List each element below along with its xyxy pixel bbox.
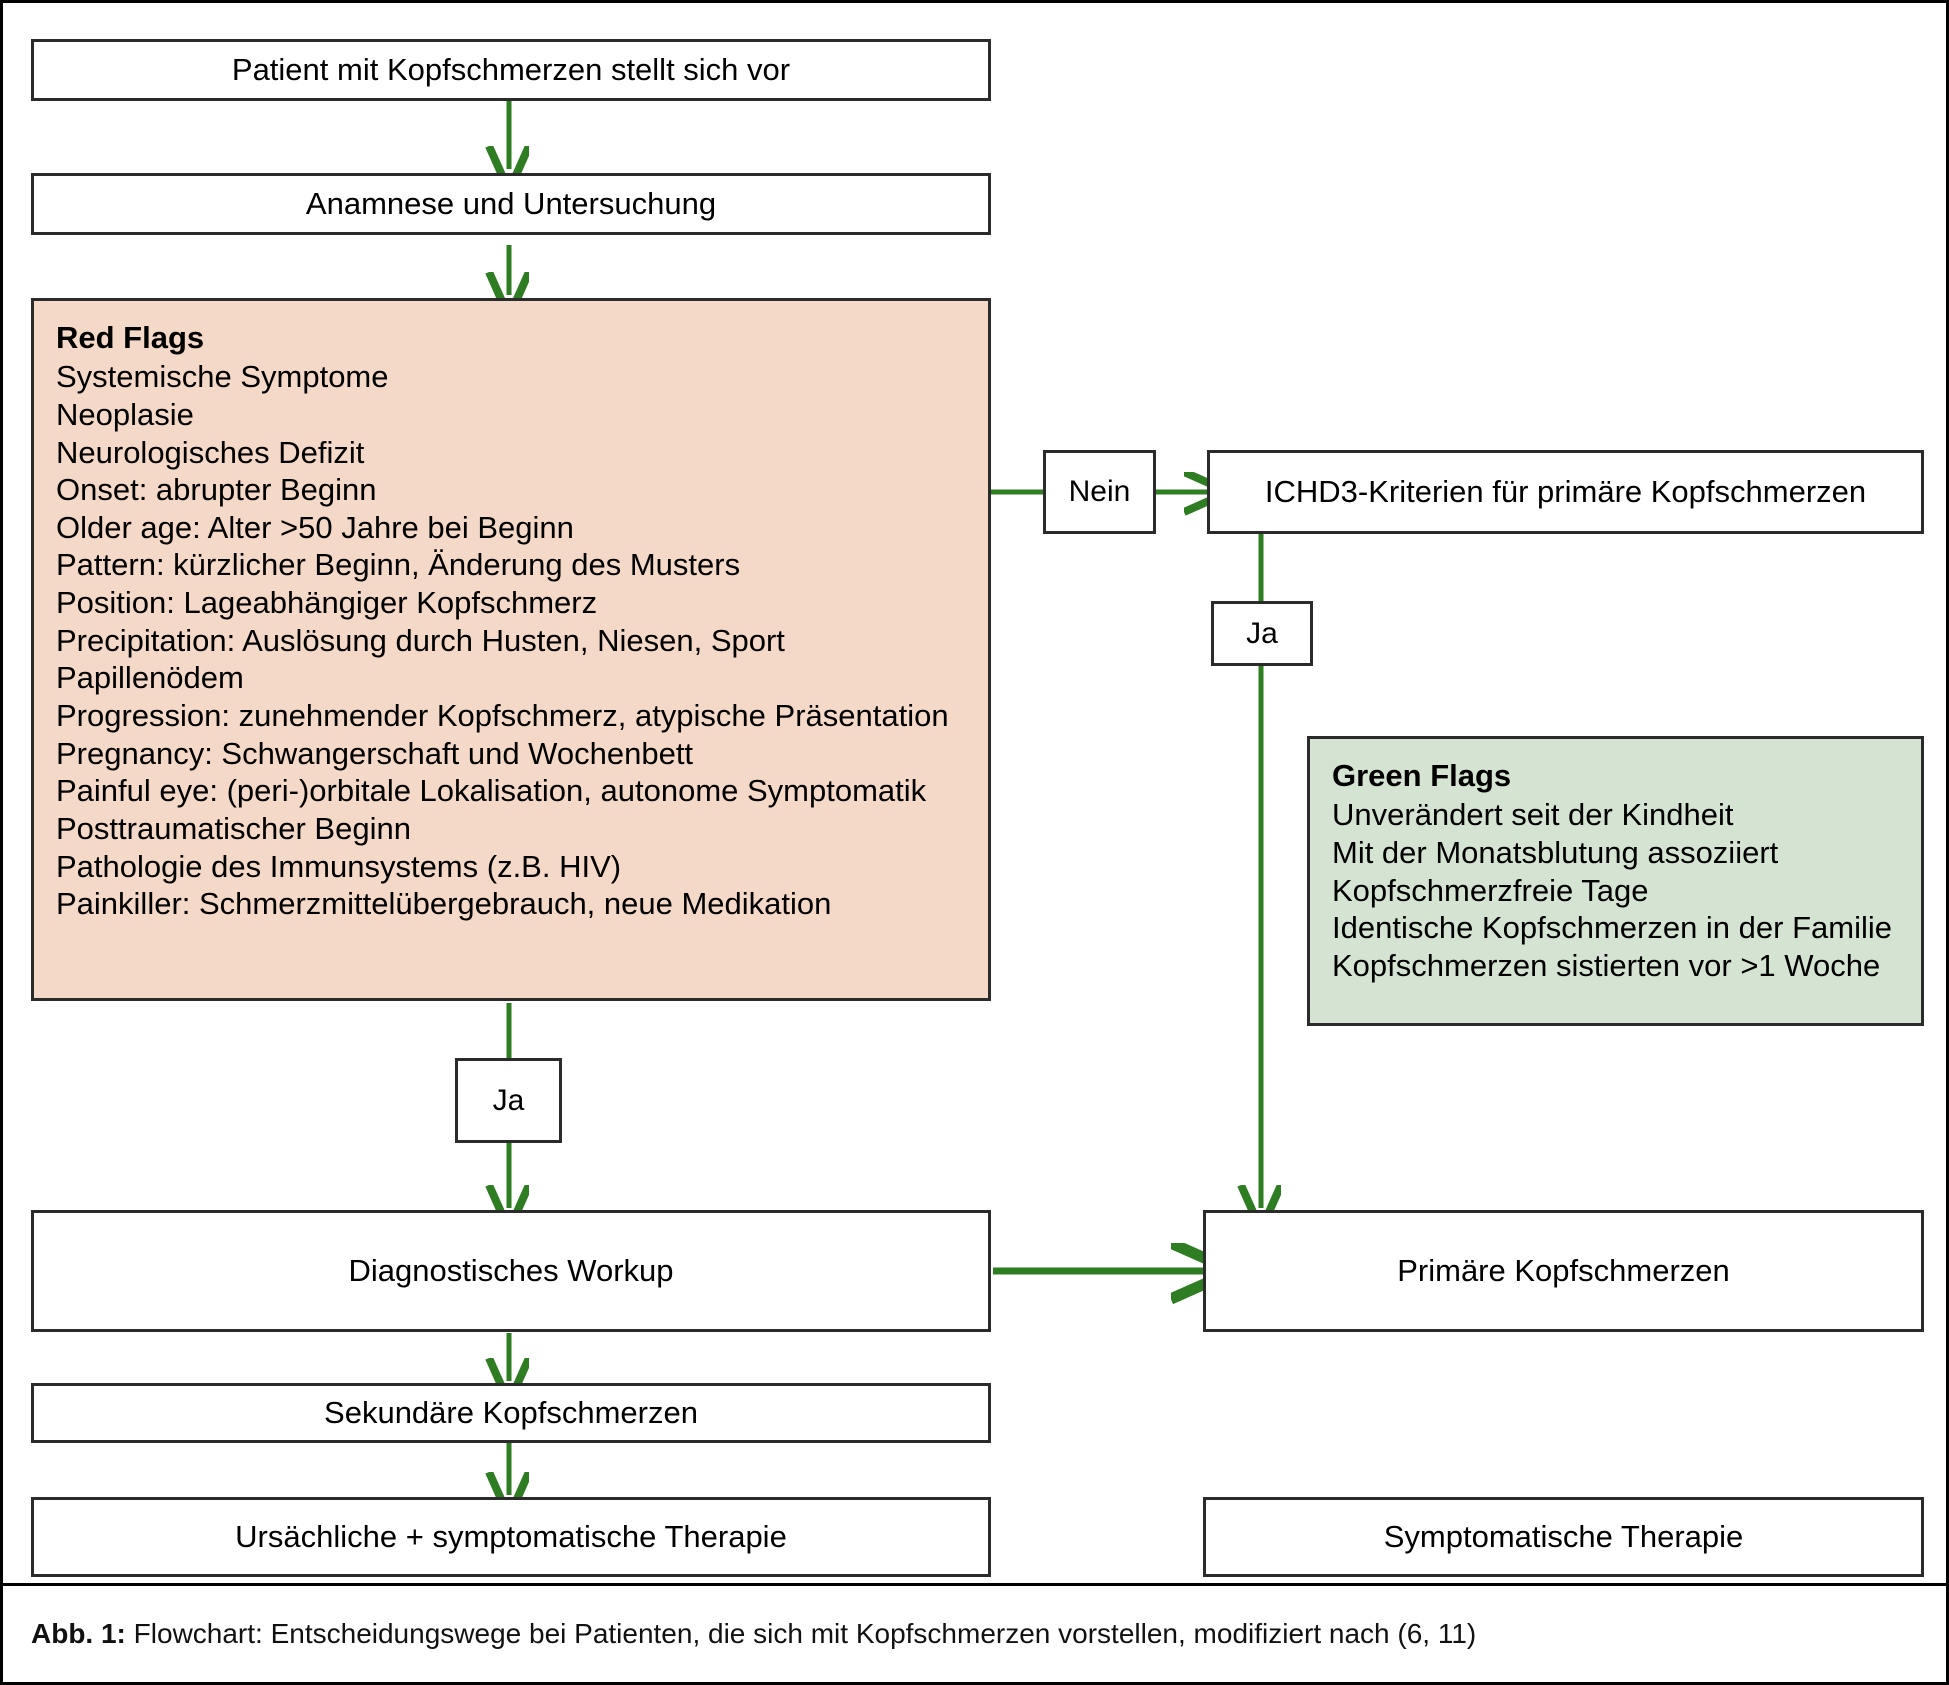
red-flag-item: Posttraumatischer Beginn [56,811,411,847]
decision-nein[interactable]: Nein [1043,450,1156,534]
caption-text: Flowchart: Entscheidungswege bei Patient… [125,1618,1477,1649]
decision-ja-ichd3-label: Ja [1246,616,1278,650]
node-symptomatic-therapy-label: Symptomatische Therapie [1383,1519,1744,1555]
node-secondary-headache[interactable]: Sekundäre Kopfschmerzen [31,1383,991,1443]
caption-divider [3,1583,1946,1586]
node-primary-headache[interactable]: Primäre Kopfschmerzen [1203,1210,1924,1332]
node-causal-therapy[interactable]: Ursächliche + symptomatische Therapie [31,1497,991,1577]
red-flag-item: Neurologisches Defizit [56,434,365,470]
red-flag-item: Precipitation: Auslösung durch Husten, N… [56,622,785,658]
red-flag-item: Onset: abrupter Beginn [56,472,377,508]
red-flag-item: Papillenödem [56,660,244,696]
node-diagnostic-workup[interactable]: Diagnostisches Workup [31,1210,991,1332]
node-primary-headache-label: Primäre Kopfschmerzen [1397,1253,1730,1289]
red-flags-title: Red Flags [56,320,205,355]
red-flag-item: Older age: Alter >50 Jahre bei Beginn [56,509,574,545]
red-flag-item: Progression: zunehmender Kopfschmerz, at… [56,698,949,734]
node-diagnostic-workup-label: Diagnostisches Workup [348,1253,674,1289]
node-ichd3[interactable]: ICHD3-Kriterien für primäre Kopfschmerze… [1207,450,1924,534]
decision-ja-redflags-label: Ja [492,1083,525,1117]
green-flags-title: Green Flags [1332,758,1512,793]
green-flag-item: Mit der Monatsblutung assoziiert [1332,834,1779,870]
node-history[interactable]: Anamnese und Untersuchung [31,173,991,235]
red-flags-panel[interactable]: Red Flags Systemische Symptome Neoplasie… [31,298,991,1001]
node-secondary-headache-label: Sekundäre Kopfschmerzen [324,1395,698,1431]
green-flag-item: Kopfschmerzfreie Tage [1332,872,1649,908]
figure-caption: Abb. 1: Flowchart: Entscheidungswege bei… [31,1618,1476,1650]
decision-nein-label: Nein [1068,475,1131,508]
node-history-label: Anamnese und Untersuchung [305,186,717,222]
red-flag-item: Pregnancy: Schwangerschaft und Wochenbet… [56,735,694,771]
node-symptomatic-therapy[interactable]: Symptomatische Therapie [1203,1497,1924,1577]
red-flag-item: Neoplasie [56,396,194,432]
red-flag-item: Pathologie des Immunsystems (z.B. HIV) [56,848,622,884]
red-flag-item: Painful eye: (peri-)orbitale Lokalisatio… [56,773,927,809]
node-ichd3-label: ICHD3-Kriterien für primäre Kopfschmerze… [1264,474,1867,510]
node-start[interactable]: Patient mit Kopfschmerzen stellt sich vo… [31,39,991,101]
green-flag-item: Identische Kopfschmerzen in der Familie [1332,910,1892,946]
caption-label: Abb. 1: [31,1618,126,1649]
red-flag-item: Pattern: kürzlicher Beginn, Änderung des… [56,547,741,583]
decision-ja-redflags[interactable]: Ja [455,1058,562,1143]
red-flag-item: Painkiller: Schmerzmittelübergebrauch, n… [56,886,832,922]
green-flag-item: Kopfschmerzen sistierten vor >1 Woche [1332,947,1881,983]
node-start-label: Patient mit Kopfschmerzen stellt sich vo… [231,52,791,88]
node-causal-therapy-label: Ursächliche + symptomatische Therapie [235,1519,787,1555]
decision-ja-ichd3[interactable]: Ja [1211,601,1313,666]
red-flag-item: Systemische Symptome [56,359,389,395]
red-flag-item: Position: Lageabhängiger Kopfschmerz [56,585,598,621]
green-flag-item: Unverändert seit der Kindheit [1332,797,1734,833]
green-flags-panel[interactable]: Green Flags Unverändert seit der Kindhei… [1307,736,1924,1026]
